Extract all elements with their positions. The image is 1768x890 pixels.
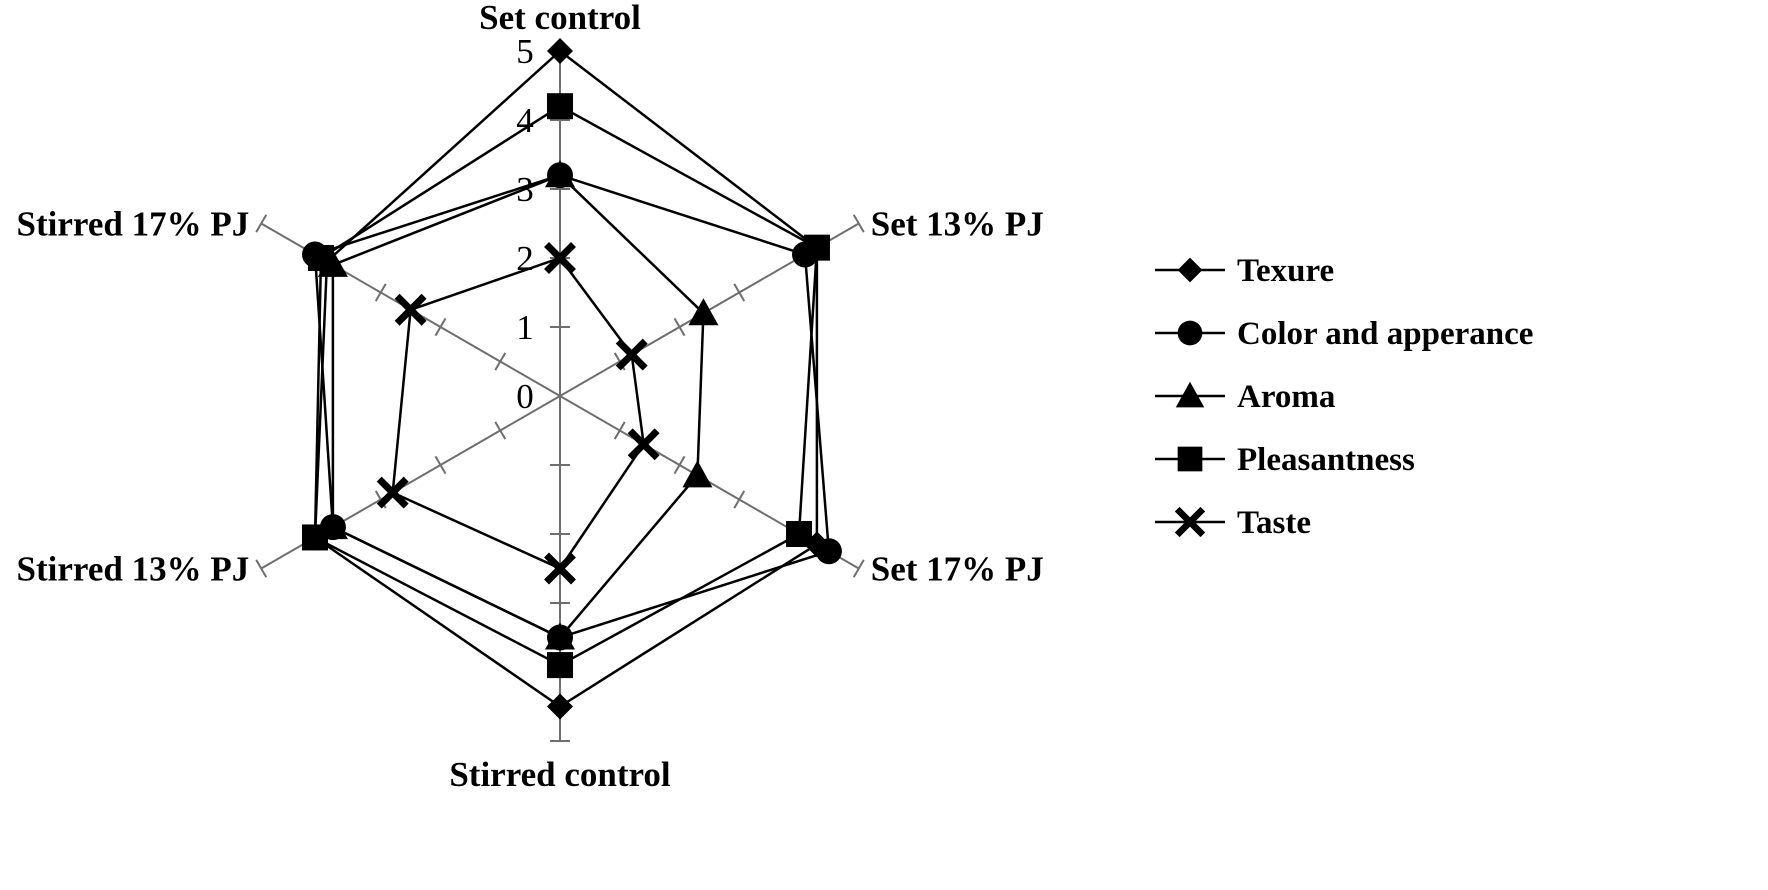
category-label-set-13-pj: Set 13% PJ: [871, 205, 1044, 244]
tick-label-4: 4: [516, 101, 534, 140]
axis-tick-mark: [673, 317, 686, 337]
category-label-set-control: Set control: [479, 0, 641, 37]
legend-marker-triangle: [1175, 381, 1205, 408]
legend-item-taste: Taste: [1155, 505, 1311, 541]
axis-tick-mark: [374, 283, 387, 302]
tick-label-0: 0: [516, 377, 534, 416]
category-label-stirred-control: Stirred control: [449, 755, 671, 794]
data-point-pleasantness-set-13-pj: [803, 234, 830, 261]
data-point-taste-set-control: [544, 242, 576, 274]
series-lines: [313, 49, 831, 708]
category-label-set-17-pj: Set 17% PJ: [871, 550, 1044, 589]
axis-tick-mark: [434, 455, 447, 475]
data-point-texure-stirred-control: [547, 693, 573, 720]
axis-tick-mark: [494, 421, 507, 440]
legend-marker-circle: [1177, 320, 1203, 346]
data-point-pleasantness-stirred-13-pj: [302, 524, 329, 551]
category-label-stirred-13-pj: Stirred 13% PJ: [17, 550, 250, 589]
series-line-texure: [313, 49, 819, 708]
axis-tick-mark: [494, 352, 507, 371]
legend-item-pleasantness: Pleasantness: [1155, 442, 1415, 478]
axis-tick-mark: [613, 421, 626, 440]
legend-label: Color and apperance: [1237, 316, 1533, 352]
data-point-color-and-apperance-set-17-pj: [815, 538, 842, 565]
axis-tick-mark: [852, 559, 865, 578]
data-point-aroma-set-17-pj: [682, 460, 713, 488]
axis-tick-mark: [673, 455, 686, 475]
data-point-aroma-set-13-pj: [688, 298, 719, 326]
data-point-taste-stirred-13-pj: [376, 476, 409, 509]
category-label-stirred-17-pj: Stirred 17% PJ: [17, 205, 250, 244]
legend-item-color-and-apperance: Color and apperance: [1155, 316, 1533, 352]
tick-label-1: 1: [516, 308, 534, 347]
data-point-taste-stirred-control: [544, 552, 576, 585]
legend-item-aroma: Aroma: [1155, 379, 1335, 415]
legend-marker-square: [1177, 446, 1203, 472]
data-point-texure-set-control: [547, 38, 573, 64]
data-point-pleasantness-stirred-control: [547, 652, 573, 679]
data-point-pleasantness-set-control: [547, 93, 573, 120]
axis-tick-mark: [733, 490, 746, 509]
legend-label: Texure: [1237, 253, 1334, 289]
axis-tick-mark: [255, 559, 268, 578]
legend-label: Taste: [1237, 505, 1311, 541]
series-markers: [302, 38, 842, 720]
legend-label: Pleasantness: [1237, 442, 1415, 478]
data-point-taste-stirred-17-pj: [394, 293, 427, 326]
data-point-aroma-stirred-control: [545, 622, 575, 650]
data-point-aroma-set-control: [545, 160, 575, 188]
data-point-taste-set-13-pj: [615, 338, 648, 371]
data-point-pleasantness-set-17-pj: [786, 521, 813, 547]
axis-tick-mark: [733, 283, 746, 302]
legend-marker-x: [1174, 506, 1206, 538]
legend-item-texure: Texure: [1155, 253, 1334, 289]
legend-label: Aroma: [1237, 379, 1335, 415]
axis-tick-mark: [255, 214, 268, 233]
legend-marker-diamond: [1177, 257, 1203, 283]
data-point-pleasantness-stirred-17-pj: [307, 245, 334, 271]
tick-label-5: 5: [516, 32, 534, 71]
axis-tick-mark: [434, 317, 447, 337]
data-point-taste-set-17-pj: [627, 428, 660, 461]
axis-tick-mark: [852, 214, 865, 233]
